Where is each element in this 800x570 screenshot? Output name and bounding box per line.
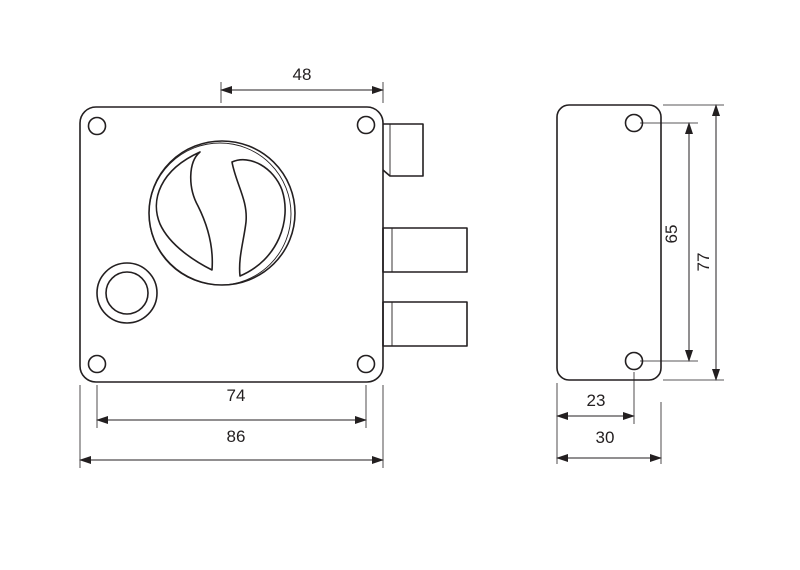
dimension-label-23: 23 (587, 391, 606, 410)
bolt-middle (382, 227, 468, 273)
side-view: 65 77 23 30 (556, 104, 724, 464)
key-cylinder-inner (105, 271, 149, 315)
key-cylinder-outer (96, 262, 158, 324)
knob-grip-left (155, 151, 214, 271)
dimension-label-77: 77 (694, 253, 713, 272)
screw-hole-top-right (356, 115, 376, 135)
lock-body (79, 106, 384, 383)
bolt-bottom (382, 301, 468, 347)
knob-grip-right (231, 158, 286, 277)
dimension-side-inner-height: 65 (640, 122, 698, 362)
dimension-label-74: 74 (227, 386, 246, 405)
side-body (556, 104, 662, 381)
dimension-top-width: 48 (220, 65, 384, 103)
knob-shadow-ring (148, 142, 292, 286)
dimension-side-overall-depth: 30 (556, 402, 662, 464)
dimension-label-65: 65 (662, 225, 681, 244)
latch-top (382, 123, 424, 177)
dimension-label-30: 30 (596, 428, 615, 447)
latch-bolts (382, 123, 468, 347)
dimension-overall-width: 86 (79, 385, 384, 468)
dimension-label-86: 86 (227, 427, 246, 446)
screw-hole-bottom-right (356, 354, 376, 374)
dimension-side-inner-depth: 23 (556, 372, 635, 464)
dimension-inner-width: 74 (96, 385, 367, 428)
dimension-side-overall-height: 77 (663, 104, 724, 381)
dimension-label-48: 48 (293, 65, 312, 84)
screw-hole-top-left (87, 116, 107, 136)
rotary-knob (148, 140, 296, 286)
side-screw-hole-top (624, 113, 644, 133)
side-screw-hole-bottom (624, 351, 644, 371)
front-view: 48 74 86 (79, 65, 468, 468)
screw-hole-bottom-left (87, 354, 107, 374)
